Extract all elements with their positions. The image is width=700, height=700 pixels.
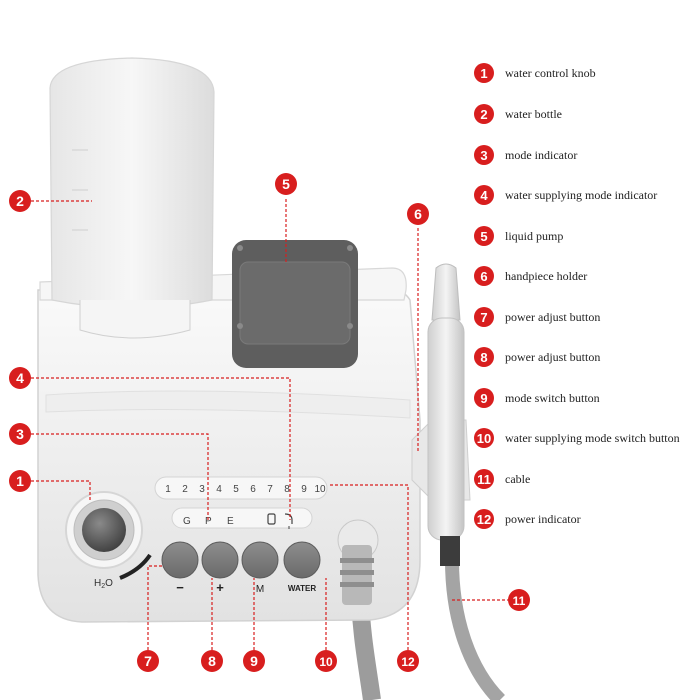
legend-item: 12 power indicator — [474, 508, 581, 530]
legend-number: 4 — [474, 185, 494, 205]
callout-number: 10 — [319, 655, 333, 669]
water-mode-bottle-icon — [267, 513, 276, 525]
legend-item: 9 mode switch button — [474, 387, 600, 409]
power-level-label: 2 — [182, 484, 188, 495]
handpiece — [427, 263, 465, 566]
power-level-label: 5 — [233, 484, 239, 495]
power-down-button[interactable] — [161, 541, 199, 579]
callout-number: 9 — [250, 653, 258, 669]
legend-item: 3 mode indicator — [474, 144, 577, 166]
callout-number: 6 — [414, 206, 422, 222]
power-level-label: 10 — [314, 484, 326, 495]
legend-label: water supplying mode indicator — [505, 187, 658, 202]
legend: 1 water control knob 2 water bottle 3 mode … — [474, 0, 700, 700]
callout-number: 3 — [16, 426, 24, 442]
callout-badge — [9, 367, 31, 389]
power-level-label: 1 — [165, 484, 171, 495]
callout-number: 12 — [401, 655, 415, 669]
legend-item: 2 water bottle — [474, 103, 562, 125]
legend-item: 10 water supplying mode switch button — [474, 427, 680, 449]
legend-item: 4 water supplying mode indicator — [474, 184, 657, 206]
legend-item: 8 power adjust button — [474, 346, 600, 368]
legend-number: 2 — [474, 104, 494, 124]
callout-badge — [275, 173, 297, 195]
legend-number: 12 — [474, 509, 494, 529]
legend-label: cable — [505, 471, 531, 486]
callout-badge — [315, 650, 337, 672]
legend-number: 10 — [474, 428, 494, 448]
knob-label: H2O — [94, 578, 113, 590]
legend-label: water bottle — [505, 106, 562, 121]
power-up-label: + — [216, 580, 224, 595]
legend-number: 1 — [474, 63, 494, 83]
water-mode-switch-button[interactable] — [283, 541, 321, 579]
callout-badge — [407, 203, 429, 225]
legend-label: handpiece holder — [505, 268, 588, 283]
mode-letter-p: P — [205, 516, 212, 527]
water-bottle — [49, 57, 215, 339]
device-ledge — [45, 390, 411, 419]
legend-item: 1 water control knob — [474, 62, 596, 84]
callout-leader-lines — [31, 199, 508, 650]
mode-letter-e: E — [227, 516, 234, 527]
callout-badge — [397, 650, 419, 672]
legend-number: 8 — [474, 347, 494, 367]
callout-badge — [201, 650, 223, 672]
power-level-label: 9 — [301, 484, 307, 495]
callout-badge — [243, 650, 265, 672]
power-level-label: 3 — [199, 484, 205, 495]
callout-badge — [9, 423, 31, 445]
power-level-label: 4 — [216, 484, 222, 495]
knob-arc — [119, 553, 152, 580]
legend-item: 5 liquid pump — [474, 225, 563, 247]
mode-switch-button[interactable] — [241, 541, 279, 579]
callout-badge — [508, 589, 530, 611]
legend-item: 6 handpiece holder — [474, 265, 587, 287]
power-indicator — [154, 476, 328, 500]
water-mode-drip-icon — [284, 513, 293, 529]
liquid-pump — [232, 240, 358, 368]
power-down-label: − — [176, 580, 184, 595]
legend-label: water supplying mode switch button — [505, 430, 680, 445]
mode-switch-label: M — [256, 584, 264, 595]
callout-badge — [9, 470, 31, 492]
callout-number: 7 — [144, 653, 152, 669]
legend-item: 11 cable — [474, 468, 530, 490]
power-up-button[interactable] — [201, 541, 239, 579]
legend-label: liquid pump — [505, 228, 564, 243]
mode-indicator-strip — [171, 507, 313, 529]
callout-number: 4 — [16, 370, 24, 386]
legend-label: mode switch button — [505, 390, 600, 405]
legend-label: power indicator — [505, 511, 581, 526]
water-mode-switch-label: WATER — [288, 584, 317, 593]
water-control-knob[interactable] — [65, 491, 143, 569]
legend-number: 5 — [474, 226, 494, 246]
callout-number: 8 — [208, 653, 216, 669]
legend-number: 9 — [474, 388, 494, 408]
callout-number: 2 — [16, 193, 24, 209]
legend-number: 6 — [474, 266, 494, 286]
callout-number: 1 — [16, 473, 24, 489]
callout-number: 11 — [513, 594, 526, 608]
legend-label: power adjust button — [505, 349, 601, 364]
legend-number: 3 — [474, 145, 494, 165]
handpiece-cable — [445, 559, 506, 700]
power-level-label: 6 — [250, 484, 256, 495]
legend-label: water control knob — [505, 65, 596, 80]
callout-badge — [137, 650, 159, 672]
callout-number: 5 — [282, 176, 290, 192]
legend-label: mode indicator — [505, 147, 578, 162]
power-level-label: 8 — [284, 484, 290, 495]
legend-number: 11 — [474, 469, 494, 489]
legend-label: power adjust button — [505, 309, 601, 324]
power-level-label: 7 — [267, 484, 273, 495]
mode-letter-g: G — [183, 516, 191, 527]
callout-badge — [9, 190, 31, 212]
cable-connector — [337, 519, 379, 605]
legend-item: 7 power adjust button — [474, 306, 600, 328]
legend-number: 7 — [474, 307, 494, 327]
